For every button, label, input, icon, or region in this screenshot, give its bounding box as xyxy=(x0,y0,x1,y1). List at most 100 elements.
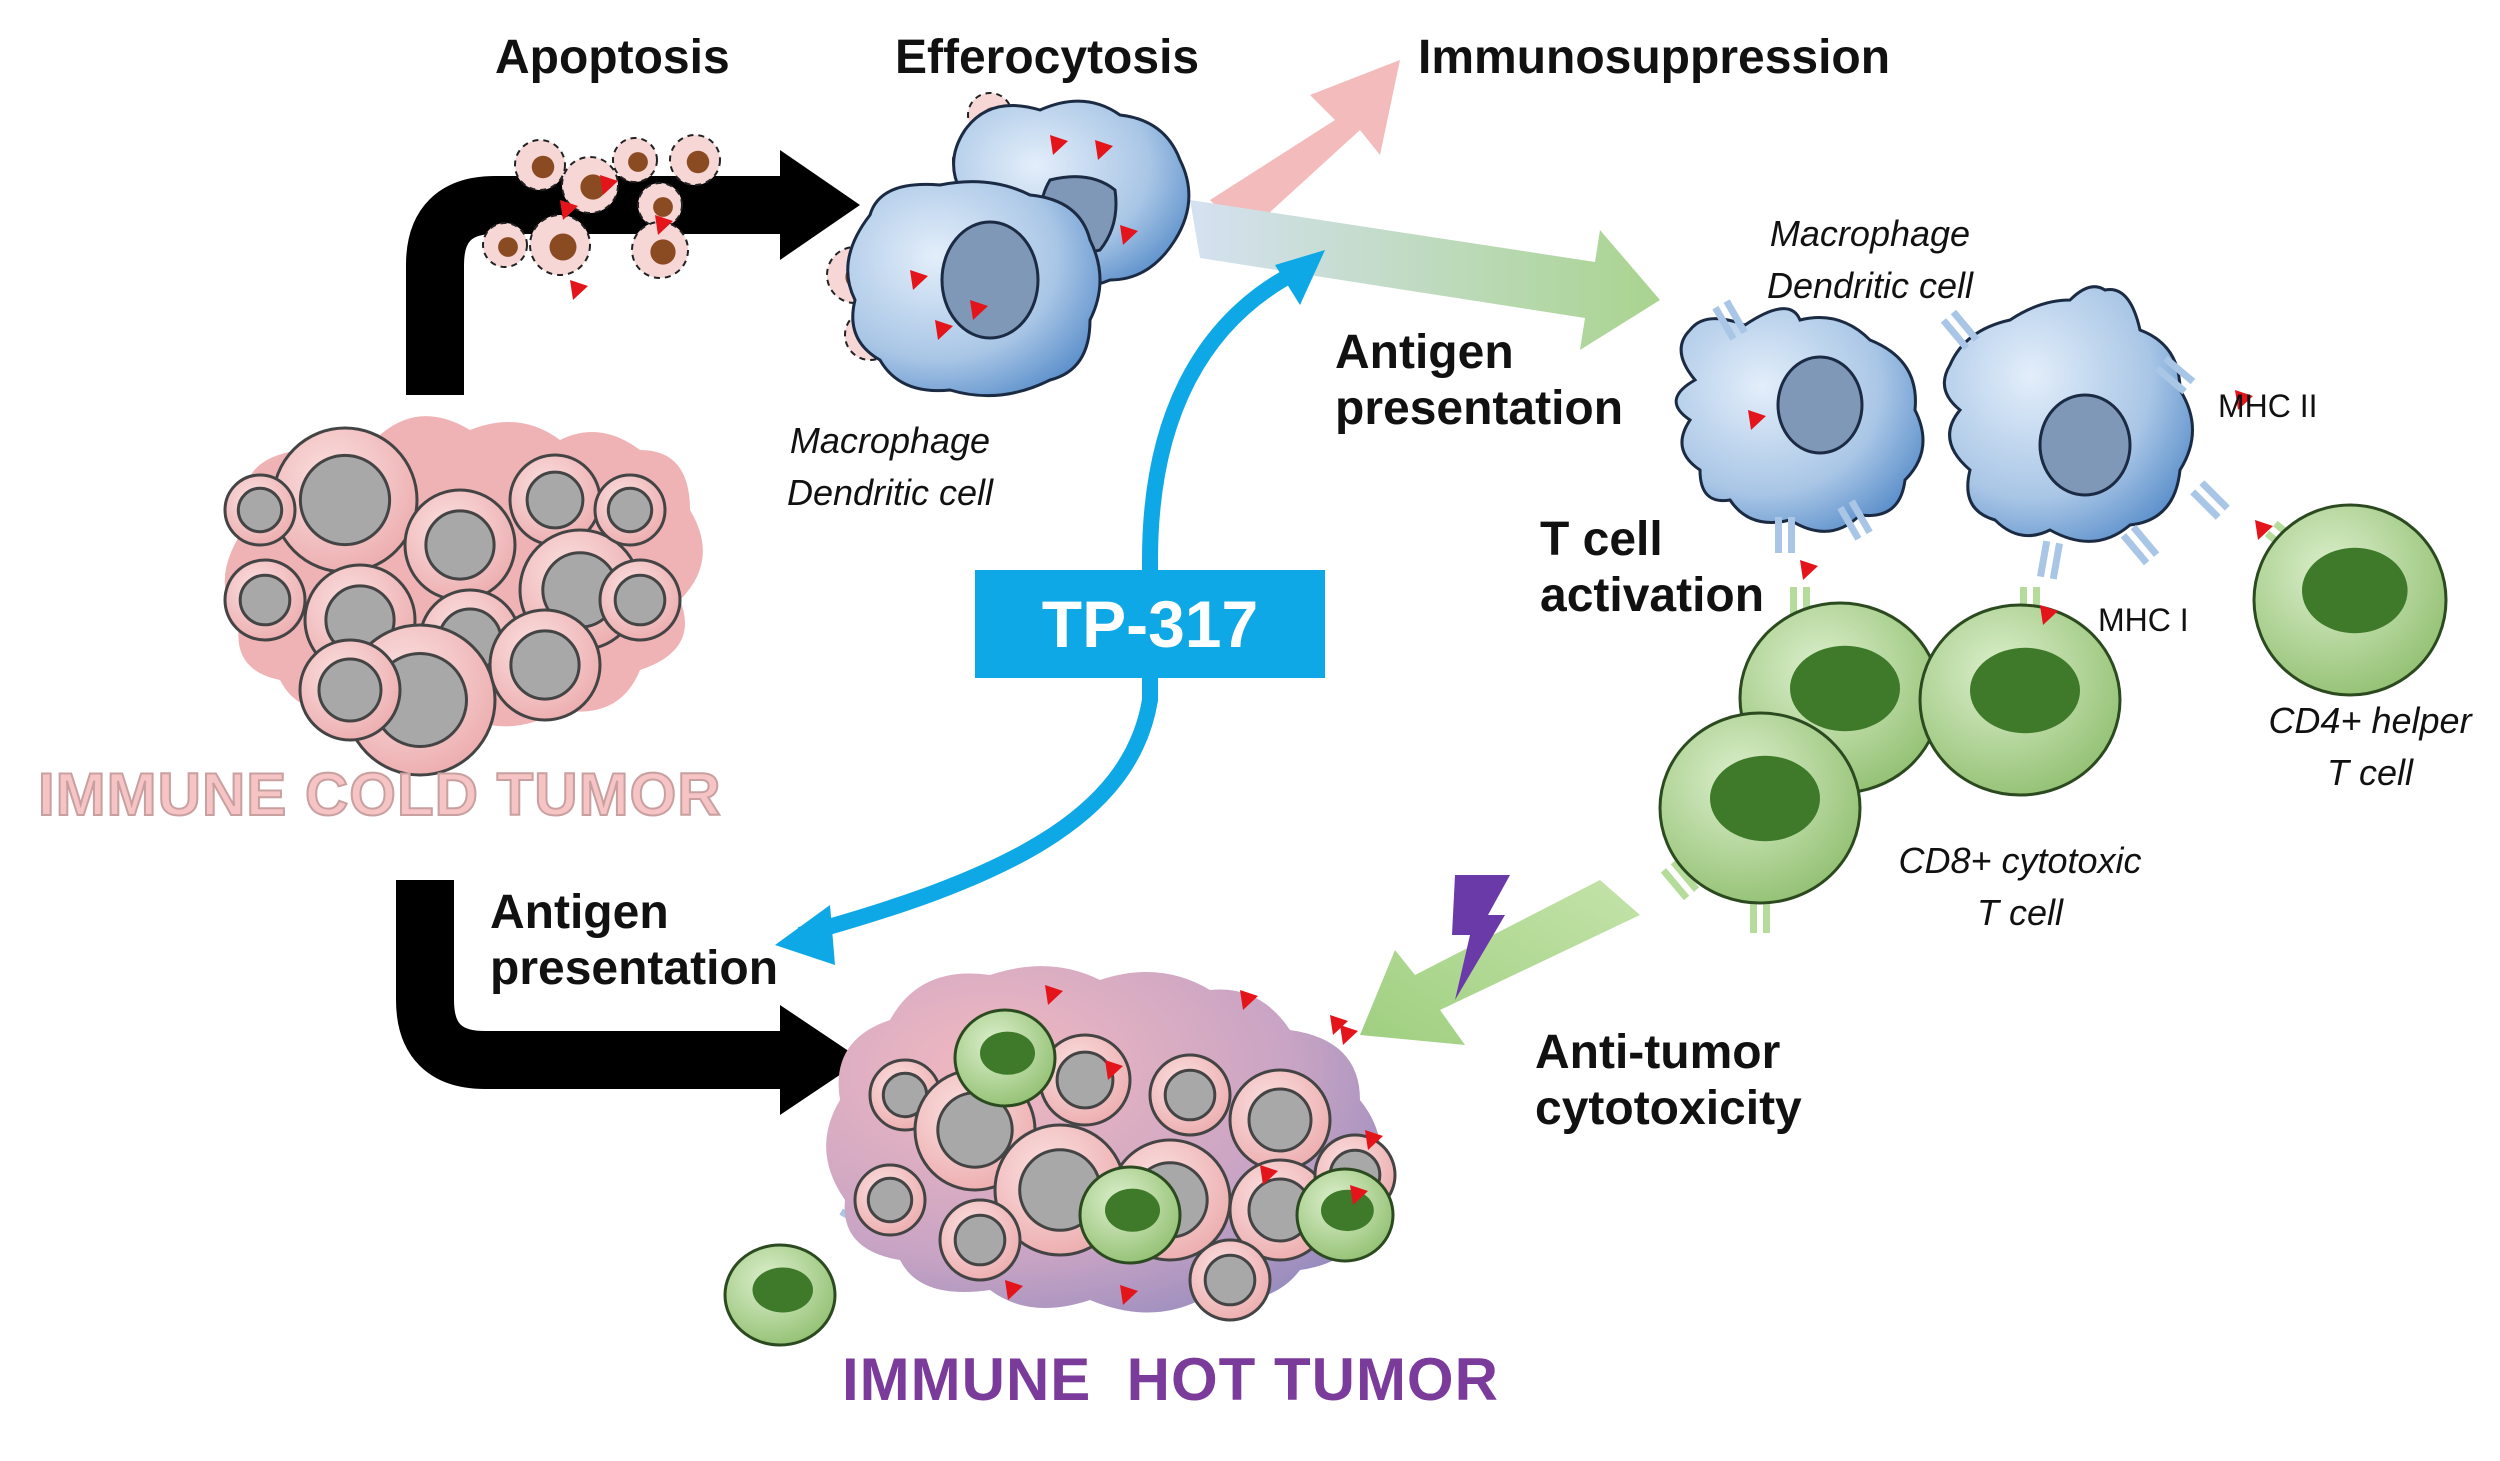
presentation-text: presentation xyxy=(1335,382,1624,435)
apoptotic-cell xyxy=(631,221,689,279)
antigen-triangle xyxy=(1120,1285,1138,1305)
t-cell xyxy=(1295,1167,1395,1263)
antigen-triangle xyxy=(1240,990,1258,1010)
cold-tumor-cluster xyxy=(223,416,703,777)
antigen-triangle xyxy=(570,280,588,300)
apoptotic-cell xyxy=(561,156,619,214)
anti-tumor-label: Anti-tumor cytotoxicity xyxy=(1535,1025,1802,1137)
tumor-cell xyxy=(1038,1033,1132,1127)
receptor-pair xyxy=(1750,897,1770,933)
presentation-text: presentation xyxy=(490,942,779,995)
tumor-cell xyxy=(598,558,682,642)
receptor-pair xyxy=(1775,517,1795,553)
receptor-pair xyxy=(1940,309,1980,351)
receptor-pair xyxy=(2037,540,2063,580)
antigen-triangle xyxy=(970,300,988,320)
antigen-triangle xyxy=(560,200,578,220)
dendritic-cell-text: Dendritic cell xyxy=(786,472,994,513)
cd8-text: CD8+ cytotoxic xyxy=(1898,840,2142,881)
receptor-pair xyxy=(1660,859,1700,901)
tumor-cell xyxy=(403,488,517,602)
tumor-cell xyxy=(853,1163,927,1237)
efferocytosis-label: Efferocytosis xyxy=(895,31,1200,84)
t-cell xyxy=(1918,603,2122,797)
antigen-presentation-label-top: Antigen presentation xyxy=(1335,325,1623,437)
tumor-cell xyxy=(223,558,307,642)
receptor-pair xyxy=(1712,299,1748,341)
t-cell xyxy=(953,1008,1057,1108)
antigen-triangle xyxy=(2040,605,2058,625)
t-cells xyxy=(1658,503,2448,905)
mhc-i-label: MHC I xyxy=(2098,602,2189,638)
hot-tumor-cluster xyxy=(723,966,1397,1347)
antigen-triangle xyxy=(1005,1280,1023,1300)
tumor-cell xyxy=(271,426,419,574)
anti-tumor-arrow xyxy=(1360,880,1640,1045)
cold-tumor-title: IMMUNE COLD TUMOR xyxy=(37,760,722,829)
t-cell-text: T cell xyxy=(1976,892,2063,933)
t-cell xyxy=(723,1243,837,1347)
antigen-triangle xyxy=(1050,135,1068,155)
apoptotic-cell xyxy=(482,222,528,268)
antigen-triangle xyxy=(1120,225,1138,245)
dendritic-cell-text: Dendritic cell xyxy=(1766,265,1974,306)
apoptosis-label: Apoptosis xyxy=(495,31,730,84)
apoptotic-cell xyxy=(529,214,591,276)
macrophage-mhc-right xyxy=(1942,285,2194,543)
macrophage-text: Macrophage xyxy=(1769,213,1971,254)
receptor-pair xyxy=(1790,587,1810,623)
immunosuppression-label: Immunosuppression xyxy=(1418,31,1891,84)
anti-tumor-text: Anti-tumor xyxy=(1535,1026,1781,1079)
tumor-cell xyxy=(223,473,297,547)
t-cell xyxy=(1658,711,1862,905)
tumor-cell xyxy=(488,608,602,722)
antigen-text: Antigen xyxy=(1335,326,1514,379)
antigen-triangle xyxy=(1748,410,1766,430)
tumor-cell xyxy=(938,1198,1022,1282)
t-cell-text: T cell xyxy=(1540,513,1663,566)
tp317-arrow xyxy=(775,250,1325,965)
tumor-cell xyxy=(1188,1238,1272,1322)
tp317-drug-box: TP-317 xyxy=(975,570,1325,678)
cd8-cytotoxic-label: CD8+ cytotoxic T cell xyxy=(1880,835,2160,939)
apoptotic-cell xyxy=(514,139,566,191)
antigen-triangle xyxy=(1095,140,1113,160)
receptor-pair xyxy=(2120,524,2160,566)
antigen-triangle xyxy=(1045,985,1063,1005)
hot-tumor-title: IMMUNE HOT TUMOR xyxy=(842,1346,1499,1413)
macrophage-dc-label-1: Macrophage Dendritic cell xyxy=(780,415,1000,519)
mhc-ii-label: MHC II xyxy=(2218,388,2318,424)
cd4-text: CD4+ helper xyxy=(2268,700,2472,741)
antigen-triangle xyxy=(1350,1185,1368,1205)
antigen-triangle xyxy=(1340,1025,1358,1045)
receptor-pair xyxy=(2190,480,2230,520)
antigen-triangle xyxy=(1800,560,1818,580)
t-cell xyxy=(1078,1165,1182,1265)
apoptotic-cell xyxy=(637,182,683,228)
receptor-pair xyxy=(2154,355,2196,395)
t-cell-text: T cell xyxy=(2326,752,2413,793)
cytotoxicity-text: cytotoxicity xyxy=(1535,1082,1802,1135)
antigen-triangle xyxy=(1105,1060,1123,1080)
antigen-triangle xyxy=(1365,1130,1383,1150)
antigen-triangle xyxy=(2255,520,2273,540)
macrophage-text: Macrophage xyxy=(789,420,991,461)
t-cell-activation-label: T cell activation xyxy=(1540,512,1764,624)
antigen-presentation-arrow xyxy=(1190,200,1660,350)
tumor-cell xyxy=(1228,1068,1332,1172)
lightning-icon xyxy=(1452,875,1510,1000)
apoptotic-cell xyxy=(612,137,658,183)
antigen-triangle xyxy=(655,215,673,235)
macrophage-mhc-left xyxy=(1674,307,1925,533)
antigen-text: Antigen xyxy=(490,886,669,939)
activation-text: activation xyxy=(1540,569,1765,622)
tumor-cell xyxy=(593,473,667,547)
antigen-triangle xyxy=(1330,1015,1348,1035)
tumor-cell xyxy=(298,638,402,742)
antigen-triangle xyxy=(910,270,928,290)
efferocytosis-macrophages xyxy=(846,99,1191,398)
antigen-triangle xyxy=(1260,1165,1278,1185)
antigen-triangle xyxy=(935,320,953,340)
